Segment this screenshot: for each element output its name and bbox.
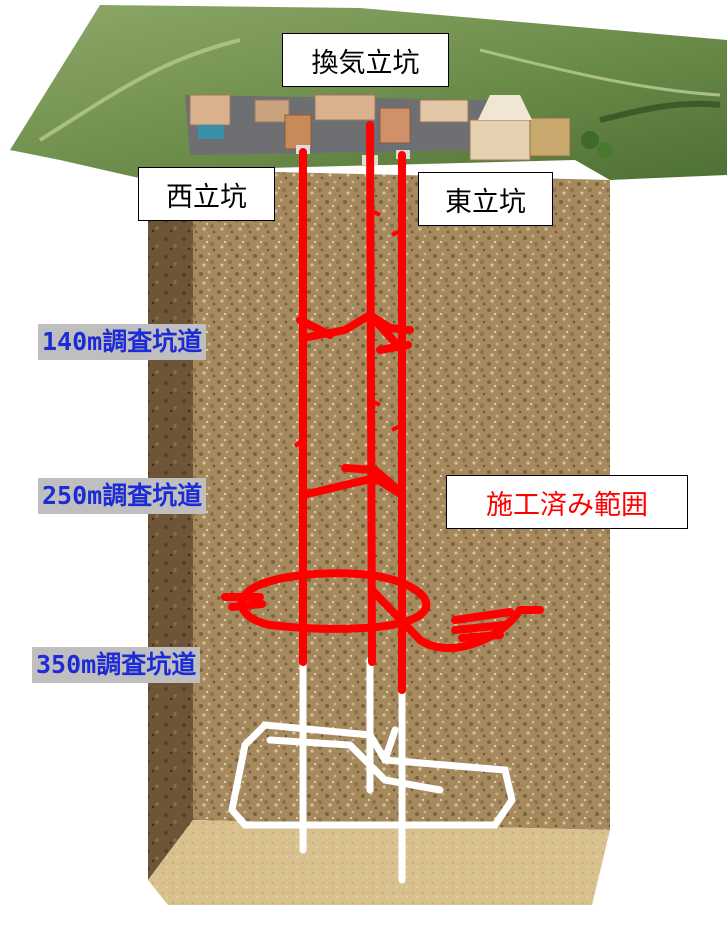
level-label-250m: 250m調査坑道 — [38, 478, 207, 514]
level-label-350m: 350m調査坑道 — [32, 647, 201, 683]
completed-ticks — [293, 208, 403, 448]
ground-left-face — [148, 170, 193, 880]
ground-floor — [148, 820, 610, 905]
east-shaft-label: 東立坑 — [418, 172, 553, 226]
level-label-140m: 140m調査坑道 — [38, 324, 207, 360]
ventilation-shaft-completed — [366, 121, 376, 666]
completed-area-legend: 施工済み範囲 — [446, 475, 688, 529]
completed-tunnels — [221, 121, 544, 694]
ventilation-shaft-label: 換気立坑 — [282, 33, 449, 87]
west-shaft-label: 西立坑 — [138, 167, 275, 221]
